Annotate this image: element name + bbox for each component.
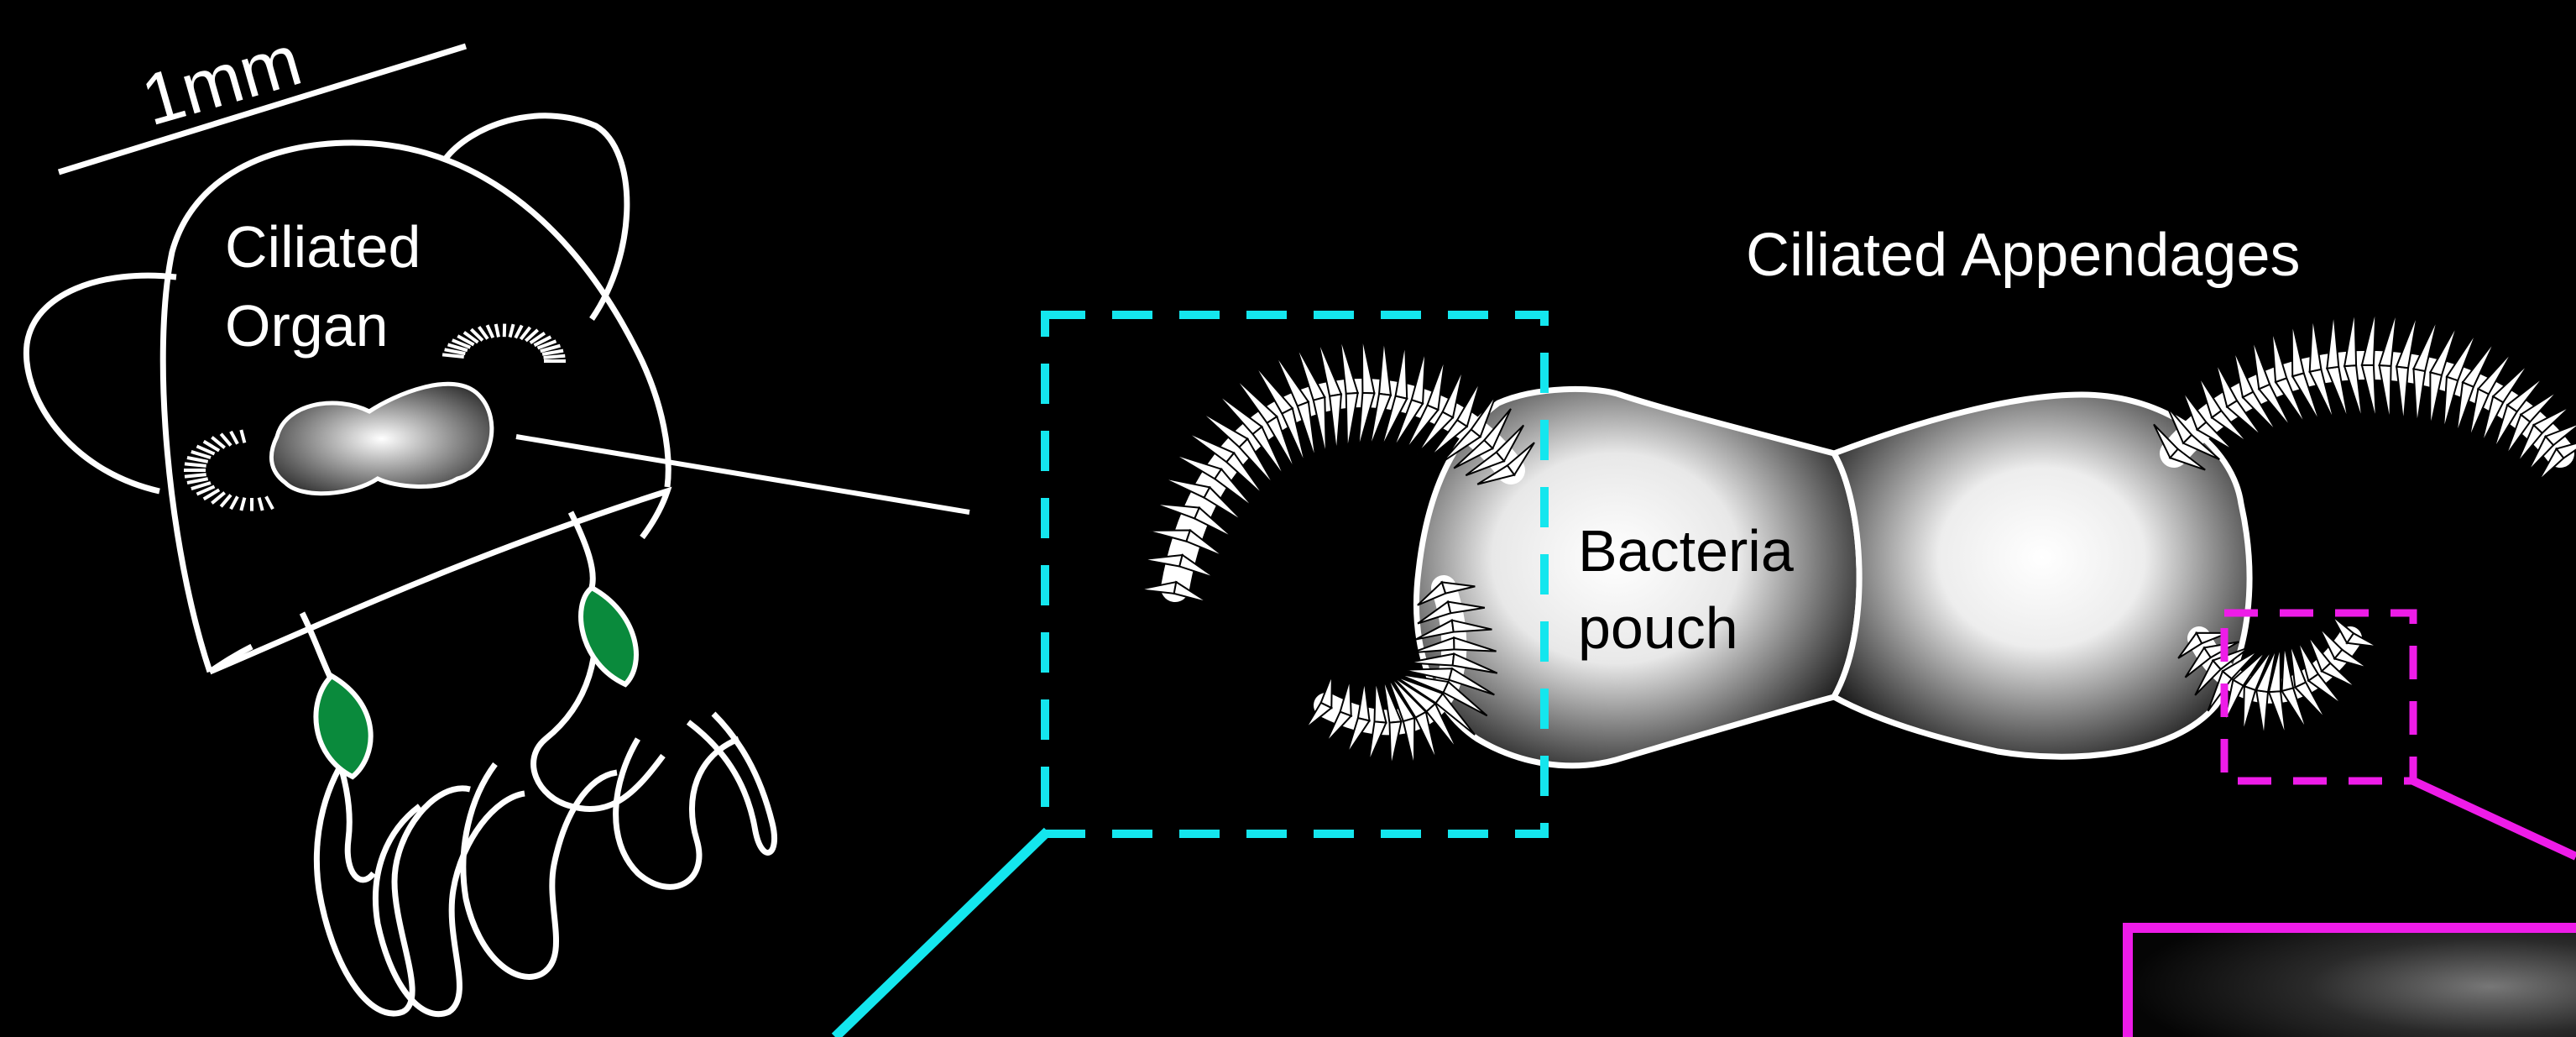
cilium [1389,721,1401,767]
small-cilia [185,464,206,465]
cilium [2443,377,2458,432]
cilium [1314,397,1326,458]
cilium [2413,369,2425,427]
cilium [2362,308,2376,365]
small-cilia [487,325,493,338]
small-cilia [515,326,522,338]
cilium [2327,311,2338,368]
left-eye [316,676,370,777]
small-cilia [442,354,464,357]
left-lobe [26,275,176,491]
right-eye-stalk [571,512,593,588]
ciliated-organ-label-line2: Organ [225,293,389,359]
cilium [1142,555,1182,567]
bacteria-pouch-label-line2: pouch [1578,595,1738,661]
ciliated-appendages-label: Ciliated Appendages [1746,222,2301,289]
cilium [1379,338,1391,395]
cilium [1403,718,1414,767]
cilium [2362,365,2376,422]
tentacle-5 [616,739,739,887]
tentacle-6 [688,714,775,852]
cilium [1340,678,1351,715]
tentacle-3 [463,764,617,977]
cilium [1147,530,1190,541]
small-cilia [185,474,206,476]
small-cilia [231,432,238,444]
small-cilia [510,324,514,337]
cilium [1346,393,1358,452]
cilium [2256,690,2268,738]
cilium [1412,348,1426,404]
ciliated-organ-label-line1: Ciliated [225,214,421,280]
cilium [2396,367,2408,425]
cilium [1362,335,1375,393]
cilium [2310,315,2322,371]
bacteria-pouch-label-line1: Bacteria [1578,518,1794,584]
cilium [1396,342,1408,399]
small-bacteria-pouch [271,384,491,493]
magenta-connector-line [2413,781,2576,856]
small-cilia [187,479,208,483]
small-cilia [241,430,244,443]
cilium [1330,395,1341,455]
cilium [2430,372,2442,429]
small-cilia [187,458,208,462]
micrograph-panel [2128,928,2576,1037]
cilium [1358,680,1370,720]
micrograph-image [2128,928,2576,1037]
cyan-connector-line [835,831,1048,1037]
appendage-right-lower [2178,615,2378,738]
small-cilia [259,498,263,511]
small-cilia [241,498,244,511]
small-cilia [231,496,238,509]
cilium [1139,582,1176,594]
cilium [2243,686,2255,733]
cilium [2292,321,2304,376]
small-cilia [544,356,566,358]
small-cilia [266,496,273,509]
pointer-line [516,437,969,512]
cilium [2380,365,2391,423]
cilium [2344,309,2356,367]
small-cilia [496,324,499,337]
